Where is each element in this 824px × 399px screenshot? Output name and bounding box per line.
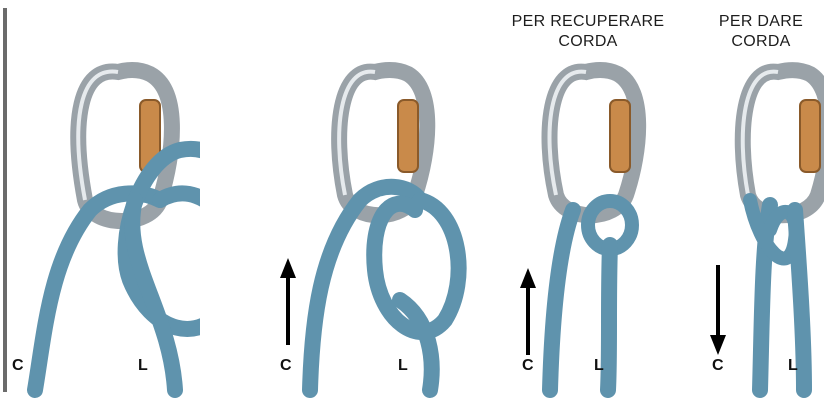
rope-strand-l	[400, 300, 432, 390]
arrow-up-head	[280, 258, 296, 278]
label-c: C	[12, 357, 24, 375]
panel-4-illustration	[700, 0, 824, 399]
arrow-down-head	[710, 335, 726, 355]
gate-lock	[398, 100, 418, 172]
panel-4: PER DARE CORDA C L	[700, 0, 824, 399]
gate-lock	[800, 100, 820, 172]
panel-2-illustration	[270, 0, 470, 399]
rope-strand-c	[550, 210, 573, 390]
gate-lock	[610, 100, 630, 172]
panel-3: PER RECUPERARE CORDA C L	[498, 0, 678, 399]
label-c: C	[280, 357, 292, 375]
arrow-up-head	[520, 268, 536, 288]
panel-1-illustration	[0, 0, 200, 399]
panel-2: C L	[270, 0, 470, 399]
label-c: C	[522, 357, 534, 375]
label-l: L	[788, 357, 798, 375]
label-c: C	[712, 357, 724, 375]
panel-3-illustration	[498, 0, 678, 399]
label-l: L	[594, 357, 604, 375]
label-l: L	[138, 357, 148, 375]
label-l: L	[398, 357, 408, 375]
rope-strand-l	[608, 245, 610, 390]
panel-1: C L	[0, 0, 200, 399]
